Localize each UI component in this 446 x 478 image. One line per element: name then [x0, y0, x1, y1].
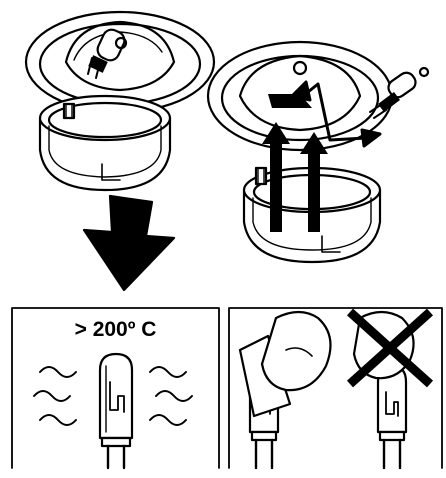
panel-frame-left [11, 307, 220, 469]
halogen-bulb-bare [376, 364, 408, 470]
fixture-screw [292, 60, 308, 76]
temperature-label: > 200º C [74, 318, 157, 341]
panel-frame-right [228, 307, 443, 469]
finger [260, 310, 332, 392]
halogen-bulb-removed [369, 66, 430, 119]
replacement-arrows [290, 80, 382, 148]
halogen-bulb-fitted [87, 28, 128, 79]
reflector-left [64, 20, 176, 92]
cross-mark [346, 308, 434, 388]
downlight-left [24, 10, 216, 114]
heat-waves-right [149, 366, 193, 426]
trim-ring-left [38, 94, 172, 192]
up-arrows [262, 122, 328, 232]
heat-waves-left [33, 366, 77, 426]
down-arrow [82, 194, 176, 292]
halogen-bulb-hot [98, 352, 134, 470]
